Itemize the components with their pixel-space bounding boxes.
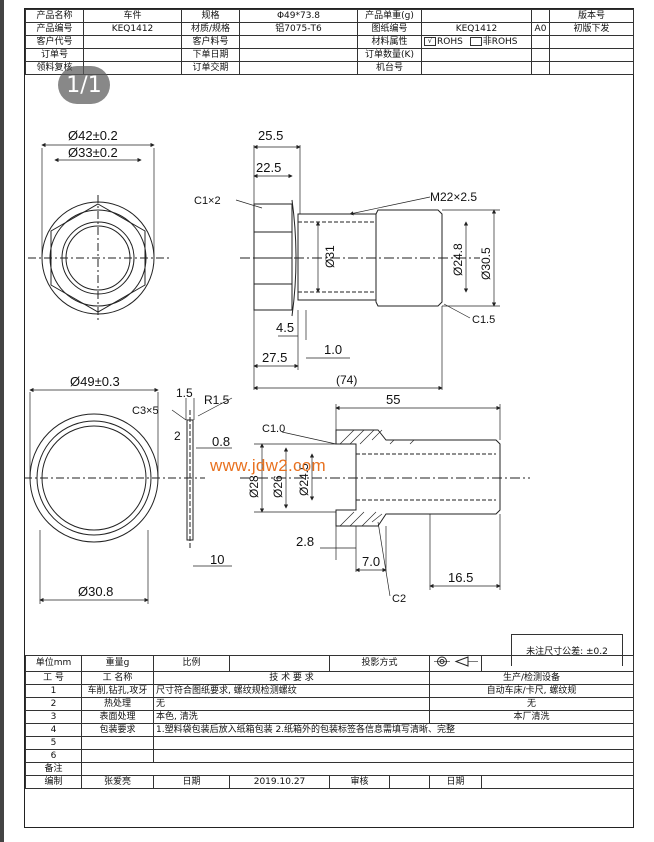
footer-table: 单位mm 重量g 比例 投影方式 工 号 工 名称 技 术 要 求 生产/检测设… (25, 655, 635, 789)
row-name: 包装要求 (81, 723, 154, 737)
row-equip: 本厂清洗 (429, 710, 635, 724)
row-no: 6 (25, 749, 82, 763)
col-step: 工 号 (25, 671, 82, 685)
row-req (152, 749, 635, 763)
review-label: 审核 (329, 775, 390, 789)
dim-bottom-3: C3×5 (132, 405, 159, 417)
dim-top-3: 22.5 (256, 160, 281, 175)
dim-top-10: 4.5 (276, 320, 294, 335)
unit-label: 单位mm (25, 655, 82, 672)
dim-top-2: 25.5 (258, 128, 283, 143)
rohs-label: ROHS (437, 36, 463, 47)
row-name: 车削,钻孔,攻牙 (81, 684, 154, 698)
dim-bottom-11: Ø26 (271, 475, 285, 498)
date-label: 日期 (153, 775, 230, 789)
weight-label: 重量g (81, 655, 154, 672)
dim-top-1: Ø33±0.2 (68, 145, 118, 160)
row-no: 1 (25, 684, 82, 698)
dim-top-12: 1.0 (324, 342, 342, 357)
dim-top-5: M22×2.5 (430, 190, 477, 204)
dim-bottom-5: 0.8 (212, 434, 230, 449)
row-no: 5 (25, 736, 82, 750)
dim-top-0: Ø42±0.2 (68, 128, 118, 143)
row-name: 热处理 (81, 697, 154, 711)
dim-bottom-9: 55 (386, 392, 400, 407)
review-value (388, 775, 431, 789)
date-label-2: 日期 (429, 775, 483, 789)
drawing-sheet (24, 8, 634, 828)
row-no: 4 (25, 723, 82, 737)
row-req: 1.塑料袋包装后放入纸箱包装 2.纸箱外的包装标签各信息需填写清晰、完整 (152, 723, 635, 737)
row-name: 表面处理 (81, 710, 154, 724)
row-name (81, 749, 154, 763)
dim-bottom-15: 16.5 (448, 570, 473, 585)
dim-bottom-1: 1.5 (176, 386, 193, 400)
table-row: 2 热处理 无 无 (25, 697, 635, 711)
row-name (81, 736, 154, 750)
prepared-by: 张爱亮 (81, 775, 154, 789)
dim-bottom-4: 2 (174, 429, 181, 443)
row-req (152, 736, 635, 750)
projection-symbol-icon (429, 655, 483, 672)
table-row: 1 车削,钻孔,攻牙 尺寸符合图纸要求, 螺纹规检测螺纹 自动车床/卡尺, 螺纹… (25, 684, 635, 698)
ring-view (24, 387, 233, 604)
empty-cell (549, 61, 634, 75)
row-req: 尺寸符合图纸要求, 螺纹规检测螺纹 (152, 684, 431, 698)
scale-label: 比例 (153, 655, 230, 672)
table-row: 3 表面处理 本色, 清洗 本厂清洗 (25, 710, 635, 724)
date-value: 2019.10.27 (229, 775, 330, 789)
non-rohs-label: 非ROHS (482, 36, 518, 47)
dim-bottom-7: Ø30.8 (78, 584, 113, 599)
dim-bottom-16: C2 (392, 593, 406, 605)
dim-bottom-8: C1.0 (262, 423, 285, 435)
side-view (235, 144, 500, 391)
projection-label: 投影方式 (328, 655, 431, 672)
col-work: 工 名称 (81, 671, 154, 685)
dim-bottom-14: 7.0 (362, 554, 380, 569)
dim-top-9: C1.5 (472, 314, 495, 326)
date-value-2 (481, 775, 635, 789)
dim-top-11: 27.5 (262, 350, 287, 365)
dim-top-13: (74) (336, 373, 357, 387)
col-equipment: 生产/检测设备 (429, 671, 635, 685)
table-row: 6 (25, 749, 635, 763)
prepared-label: 编制 (25, 775, 82, 789)
rohs-checkbox[interactable]: √ (424, 36, 436, 46)
non-rohs-checkbox[interactable] (469, 36, 482, 46)
header-table: 产品名称 车件 规格 Φ49*73.8 产品单重(g) 版本号 产品编号 KEQ… (25, 9, 634, 75)
table-row: 4 包装要求 1.塑料袋包装后放入纸箱包装 2.纸箱外的包装标签各信息需填写清晰… (25, 723, 635, 737)
col-requirements: 技 术 要 求 (152, 671, 431, 685)
dim-top-6: Ø31 (323, 245, 337, 268)
dim-bottom-2: R1.5 (204, 393, 230, 407)
dim-bottom-0: Ø49±0.3 (70, 374, 120, 389)
dim-bottom-6: 10 (210, 552, 224, 567)
hex-end-view (28, 142, 170, 322)
left-edge-bar (0, 0, 4, 842)
watermark: www.jdw2.com (210, 456, 327, 475)
dim-bottom-12: Ø24.5 (297, 463, 311, 496)
row-equip: 自动车床/卡尺, 螺纹规 (429, 684, 635, 698)
remarks-label: 备注 (25, 762, 82, 776)
dim-top-4: C1×2 (194, 195, 221, 207)
scale-value (229, 655, 330, 672)
dim-bottom-13: 2.8 (296, 534, 314, 549)
row-no: 3 (25, 710, 82, 724)
dim-top-7: Ø24.8 (451, 243, 465, 276)
row-equip: 无 (429, 697, 635, 711)
dim-top-8: Ø30.5 (479, 247, 493, 280)
row-no: 2 (25, 697, 82, 711)
table-row: 5 (25, 736, 635, 750)
row-req: 无 (152, 697, 431, 711)
remarks-value (80, 762, 635, 776)
empty-cell (481, 655, 635, 672)
row-req: 本色, 清洗 (152, 710, 431, 724)
page-indicator[interactable]: 1/1 (58, 66, 110, 104)
dim-bottom-10: Ø28 (247, 475, 261, 498)
section-view (240, 404, 530, 597)
